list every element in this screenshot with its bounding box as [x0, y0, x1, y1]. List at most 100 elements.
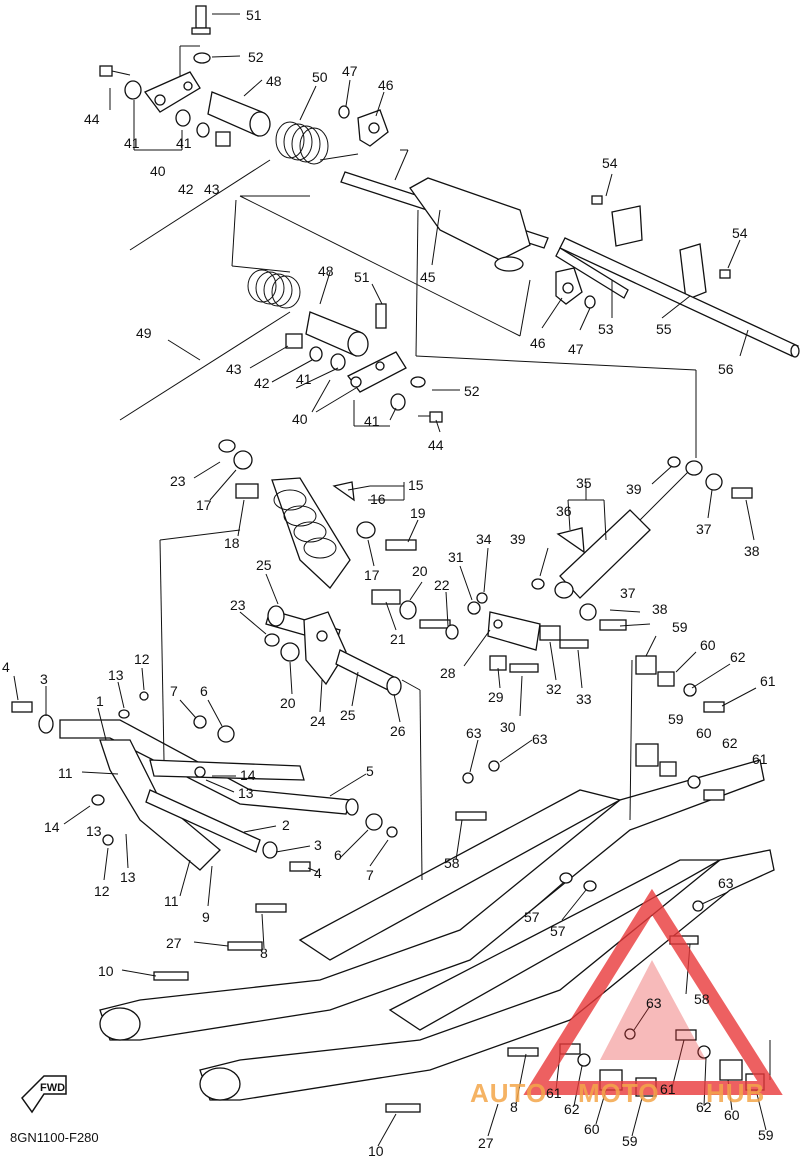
- callout-label: 40: [150, 163, 166, 179]
- callout-label: 57: [550, 923, 566, 939]
- callout-label: 12: [94, 883, 110, 899]
- callout-label: 11: [164, 893, 179, 909]
- callout-label: 2: [282, 817, 290, 833]
- front-arm-group: [11, 691, 398, 872]
- callout-label: 60: [696, 725, 712, 741]
- callout-label: 40: [292, 411, 308, 427]
- callout-label: 6: [200, 683, 208, 699]
- callout-label: 60: [584, 1121, 600, 1137]
- callout-label: 26: [390, 723, 406, 739]
- callout-label: 39: [626, 481, 642, 497]
- callout-label: 63: [718, 875, 734, 891]
- callout-label: 24: [310, 713, 326, 729]
- upper-torsion-arm-group: [99, 5, 800, 358]
- callout-label: 18: [224, 535, 240, 551]
- callout-labels: 51 52 44 48 50 47 46 41 41 40 42 43 54 5…: [2, 7, 776, 1156]
- callout-label: 19: [410, 505, 426, 521]
- callout-label: 59: [622, 1133, 638, 1149]
- callout-label: 52: [248, 49, 264, 65]
- callout-label: 46: [530, 335, 546, 351]
- callout-label: 15: [408, 477, 424, 493]
- callout-label: 6: [334, 847, 342, 863]
- callout-label: 42: [178, 181, 194, 197]
- callout-label: 23: [230, 597, 246, 613]
- callout-label: 30: [500, 719, 516, 735]
- automotohub-watermark: AUTO MOTO HUB: [470, 888, 783, 1108]
- watermark-text-moto: MOTO: [578, 1078, 660, 1108]
- callout-label: 25: [256, 557, 272, 573]
- callout-label: 41: [296, 371, 312, 387]
- callout-label: 39: [510, 531, 526, 547]
- callout-label: 10: [368, 1143, 384, 1156]
- link-arm-group: [264, 589, 589, 696]
- callout-label: 62: [730, 649, 746, 665]
- middle-torsion-arm-group: [119, 269, 443, 423]
- callout-label: 45: [420, 269, 436, 285]
- callout-label: 55: [656, 321, 672, 337]
- callout-label: 46: [378, 77, 394, 93]
- callout-label: 36: [556, 503, 572, 519]
- shock-absorber-group: [218, 439, 753, 631]
- callout-label: 8: [260, 945, 268, 961]
- callout-label: 58: [694, 991, 710, 1007]
- callout-label: 57: [524, 909, 540, 925]
- callout-label: 33: [576, 691, 592, 707]
- callout-label: 32: [546, 681, 562, 697]
- callout-label: 8: [510, 1099, 518, 1115]
- callout-label: 34: [476, 531, 492, 547]
- fwd-arrow-icon: FWD: [21, 1075, 67, 1114]
- callout-label: 42: [254, 375, 270, 391]
- callout-label: 63: [466, 725, 482, 741]
- callout-label: 62: [696, 1099, 712, 1115]
- callout-label: 3: [40, 671, 48, 687]
- callout-label: 61: [760, 673, 776, 689]
- callout-label: 1: [96, 693, 104, 709]
- callout-label: 49: [136, 325, 152, 341]
- callout-label: 13: [108, 667, 124, 683]
- callout-label: 21: [390, 631, 406, 647]
- callout-label: 54: [732, 225, 748, 241]
- callout-label: 9: [202, 909, 210, 925]
- watermark-text-hub: HUB: [706, 1078, 765, 1108]
- callout-label: 53: [598, 321, 614, 337]
- callout-label: 59: [758, 1127, 774, 1143]
- callout-label: 59: [668, 711, 684, 727]
- callout-label: 13: [120, 869, 136, 885]
- callout-label: 56: [718, 361, 734, 377]
- callout-label: 62: [564, 1101, 580, 1117]
- callout-label: 10: [98, 963, 114, 979]
- slide-rail-group: [99, 655, 775, 1113]
- callout-label: 63: [646, 995, 662, 1011]
- callout-label: 27: [166, 935, 182, 951]
- callout-label: 7: [366, 867, 374, 883]
- callout-label: 52: [464, 383, 480, 399]
- callout-label: 54: [602, 155, 618, 171]
- callout-label: 22: [434, 577, 450, 593]
- callout-label: 4: [2, 659, 10, 675]
- callout-label: 5: [366, 763, 374, 779]
- callout-label: 25: [340, 707, 356, 723]
- callout-label: 38: [652, 601, 668, 617]
- callout-label: 63: [532, 731, 548, 747]
- watermark-text-auto: AUTO: [470, 1078, 547, 1108]
- callout-label: 17: [196, 497, 212, 513]
- callout-label: 31: [448, 549, 464, 565]
- callout-label: 58: [444, 855, 460, 871]
- callout-label: 51: [246, 7, 262, 23]
- callout-label: 47: [568, 341, 584, 357]
- callout-label: 37: [696, 521, 712, 537]
- diagram-code: 8GN1100-F280: [10, 1130, 99, 1145]
- callout-label: 4: [314, 865, 322, 881]
- callout-label: 61: [660, 1081, 676, 1097]
- fwd-label: FWD: [40, 1082, 65, 1094]
- callout-label: 44: [84, 111, 100, 127]
- callout-label: 28: [440, 665, 456, 681]
- callout-label: 61: [546, 1085, 562, 1101]
- callout-label: 51: [354, 269, 370, 285]
- callout-label: 43: [226, 361, 242, 377]
- callout-label: 23: [170, 473, 186, 489]
- callout-label: 48: [318, 263, 334, 279]
- callout-label: 11: [58, 765, 73, 781]
- callout-label: 44: [428, 437, 444, 453]
